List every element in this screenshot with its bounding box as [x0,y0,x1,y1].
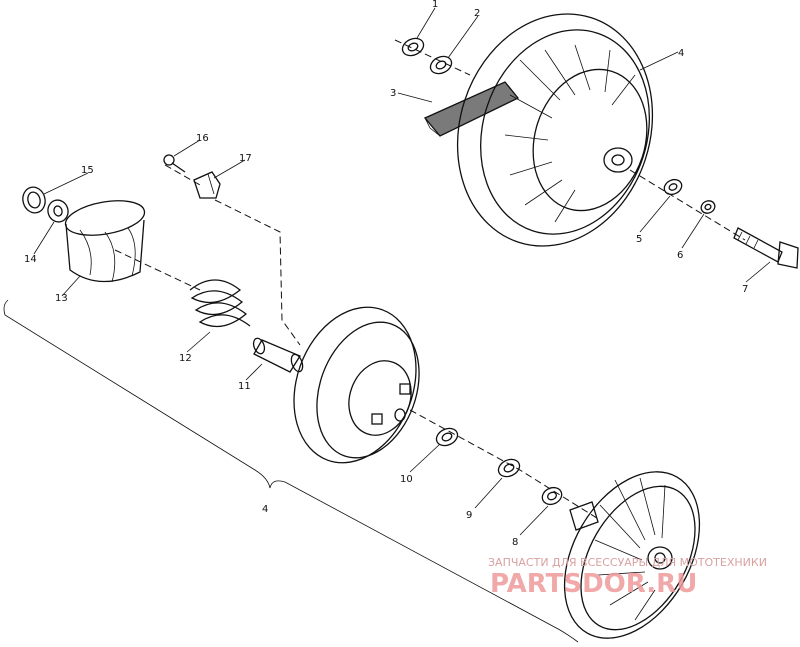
washer-6 [700,200,716,214]
label-8: 8 [512,537,518,548]
drive-belt-3 [423,81,520,137]
label-11: 11 [238,381,251,392]
watermark-line-1: ЗАПЧАСТИ ДЛЯ ВСЕССУАРЫ ДЛЯ МОТОТЕХНИКИ [488,556,767,569]
watermark-line-2: PARTSDOR.RU [490,569,697,599]
driven-clutch-4 [456,13,654,247]
label-5: 5 [636,234,642,245]
washer-14 [47,199,69,223]
label-14: 14 [24,254,37,265]
label-15: 15 [81,165,94,176]
label-1: 1 [432,0,438,10]
label-4-bottom: 4 [262,504,268,515]
washer-1 [401,37,425,57]
washer-8 [541,486,563,506]
washer-5 [663,178,683,196]
label-12: 12 [179,353,192,364]
screw-16 [163,154,186,173]
leader-lines [33,7,771,536]
movable-sheave [293,306,420,464]
label-4-top: 4 [678,48,684,59]
label-10: 10 [400,474,413,485]
label-3: 3 [390,88,396,99]
label-13: 13 [55,293,68,304]
bushing-11 [252,337,304,373]
watermark: ЗАПЧАСТИ ДЛЯ ВСЕССУАРЫ ДЛЯ МОТОТЕХНИКИ P… [488,556,767,599]
label-17: 17 [239,153,252,164]
snap-ring-15 [22,186,46,214]
washer-10 [435,427,459,447]
spring-12 [189,279,251,328]
washer-9 [497,458,521,478]
roller-17 [193,171,221,199]
assembly-bracket [3,299,579,643]
label-2: 2 [474,8,480,19]
label-9: 9 [466,510,472,521]
bolt-7 [733,227,799,269]
callout-labels: 1 2 3 4 5 6 7 16 17 15 14 13 12 11 10 9 … [24,0,748,548]
fixed-sheave [563,471,701,639]
cam-13 [64,200,146,283]
label-6: 6 [677,250,683,261]
label-7: 7 [742,284,748,295]
label-16: 16 [196,133,209,144]
washer-2 [429,55,453,75]
